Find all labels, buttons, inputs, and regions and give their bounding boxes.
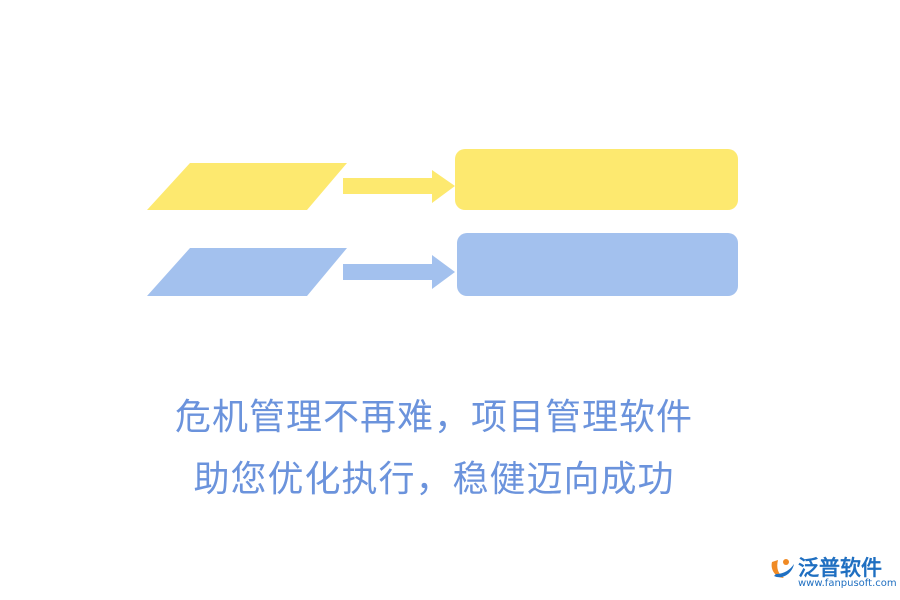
output-box-1: [455, 149, 738, 210]
caption-line-1: 危机管理不再难，项目管理软件: [174, 397, 693, 438]
logo-name: 泛普软件: [798, 556, 882, 580]
logo-url: www.fanpusoft.com: [798, 578, 897, 589]
arrow-icon: [343, 170, 455, 203]
arrow-icon: [343, 255, 455, 289]
flow-row-2: [147, 233, 738, 296]
flow-row-1: [147, 149, 738, 210]
input-parallelogram-1: [147, 163, 347, 210]
input-parallelogram-2: [147, 248, 347, 296]
brand-logo: 泛普软件 www.fanpusoft.com: [768, 552, 897, 594]
fanpu-logo-icon: [771, 559, 794, 578]
output-box-2: [457, 233, 738, 296]
caption-line-2: 助您优化执行，稳健迈向成功: [193, 459, 675, 500]
